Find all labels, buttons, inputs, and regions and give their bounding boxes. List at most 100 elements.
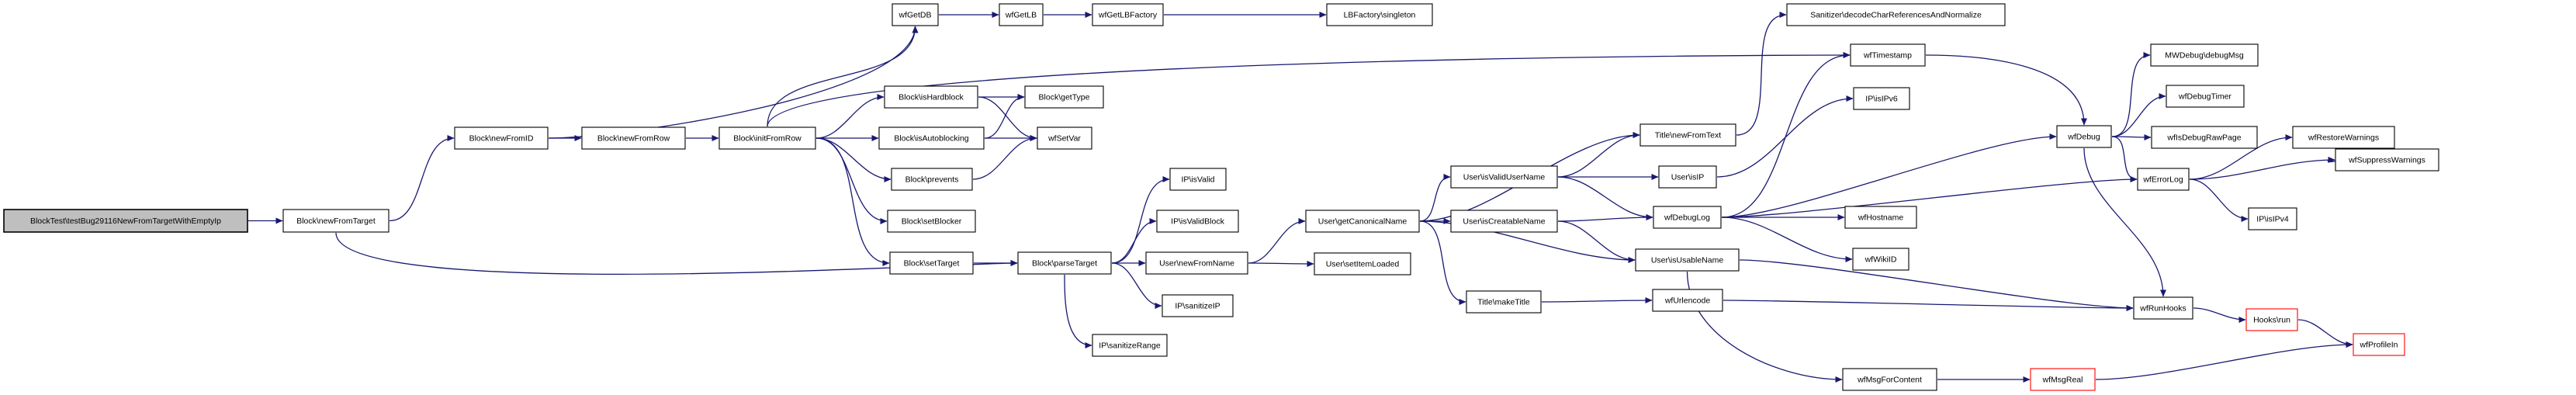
graph-node-wferrorlog[interactable]: wfErrorLog bbox=[2137, 168, 2190, 191]
graph-node-box-wfprofilein bbox=[2353, 333, 2405, 356]
edge-block-initfromrow-to-wftimestamp bbox=[767, 52, 1851, 127]
graph-node-box-wfhostname bbox=[1844, 206, 1917, 229]
graph-node-box-block-isautoblocking bbox=[878, 126, 985, 150]
graph-node-label-wfgetlb: wfGetLB bbox=[1005, 11, 1037, 20]
graph-node-user-isvalidusername[interactable]: User\isValidUserName bbox=[1450, 165, 1558, 189]
graph-node-wfrestorewarnings[interactable]: wfRestoreWarnings bbox=[2292, 126, 2395, 149]
graph-node-wfgetdb[interactable]: wfGetDB bbox=[892, 3, 939, 26]
edge-title-maketitle-to-wfurlencode bbox=[1541, 297, 1653, 304]
nodes-layer: BlockTest\testBug29116NewFromTargetWithE… bbox=[3, 3, 2439, 391]
edge-wfdebug-to-wfdebugtimer bbox=[2111, 93, 2166, 137]
graph-node-wfmsgreal[interactable]: wfMsgReal bbox=[2030, 368, 2096, 391]
graph-node-wfwikiid[interactable]: wfWikiID bbox=[1852, 248, 1909, 271]
graph-node-block-settarget[interactable]: Block\setTarget bbox=[889, 251, 974, 275]
graph-node-box-block-settarget bbox=[889, 251, 974, 275]
graph-node-wfhostname[interactable]: wfHostname bbox=[1844, 206, 1917, 229]
graph-node-label-wfsetvar: wfSetVar bbox=[1047, 134, 1081, 144]
graph-node-block-newfromid[interactable]: Block\newFromID bbox=[454, 126, 549, 150]
graph-node-mwdebug-debugmsg[interactable]: MWDebug\debugMsg bbox=[2150, 43, 2259, 67]
graph-node-label-wfwikiid: wfWikiID bbox=[1864, 255, 1897, 265]
edge-wfdebuglog-to-wferrorlog bbox=[1721, 176, 2138, 218]
graph-node-block-ishardblock[interactable]: Block\isHardblock bbox=[884, 85, 978, 109]
edge-block-parsetarget-to-ip-isvalid bbox=[1111, 176, 1170, 264]
graph-node-label-block-parsetarget: Block\parseTarget bbox=[1032, 259, 1097, 269]
graph-node-label-wfrunhooks: wfRunHooks bbox=[2139, 304, 2186, 314]
graph-node-wfmsgforcontent[interactable]: wfMsgForContent bbox=[1842, 368, 1937, 391]
graph-node-label-block-settarget: Block\setTarget bbox=[904, 259, 960, 269]
graph-node-wfsetvar[interactable]: wfSetVar bbox=[1037, 126, 1092, 150]
graph-node-wfprofilein[interactable]: wfProfileIn bbox=[2353, 333, 2405, 356]
graph-node-block-parsetarget[interactable]: Block\parseTarget bbox=[1017, 251, 1112, 275]
graph-node-label-block-newfromid: Block\newFromID bbox=[469, 134, 534, 144]
graph-node-block-gettype[interactable]: Block\getType bbox=[1024, 85, 1104, 109]
edge-user-getcanonicalname-to-title-maketitle bbox=[1419, 220, 1466, 305]
edge-block-newfromid-to-wfgetdb bbox=[548, 26, 919, 139]
graph-node-user-isip[interactable]: User\isIP bbox=[1658, 165, 1717, 189]
graph-node-block-newfromtarget[interactable]: Block\newFromTarget bbox=[282, 209, 390, 233]
edge-block-initfromrow-to-wfgetdb bbox=[767, 26, 919, 127]
graph-node-box-wfwikiid bbox=[1852, 248, 1909, 271]
graph-node-wfisdebugrawpage[interactable]: wfIsDebugRawPage bbox=[2151, 126, 2258, 149]
graph-node-user-getcanonicalname[interactable]: User\getCanonicalName bbox=[1305, 210, 1420, 233]
graph-node-ip-isipv4[interactable]: IP\isIPv4 bbox=[2248, 207, 2297, 230]
edge-wfdebuglog-to-wftimestamp bbox=[1721, 52, 1851, 218]
graph-node-label-wfdebugtimer: wfDebugTimer bbox=[2178, 92, 2231, 102]
graph-node-block-prevents[interactable]: Block\prevents bbox=[891, 168, 973, 191]
graph-node-wfrunhooks[interactable]: wfRunHooks bbox=[2133, 296, 2193, 320]
graph-node-user-setitemloaded[interactable]: User\setItemLoaded bbox=[1314, 252, 1411, 275]
graph-node-block-isautoblocking[interactable]: Block\isAutoblocking bbox=[878, 126, 985, 150]
edge-block-isautoblocking-to-block-gettype bbox=[984, 94, 1025, 139]
graph-node-box-lbfactory-singleton bbox=[1326, 3, 1433, 26]
graph-node-user-isusablename[interactable]: User\isUsableName bbox=[1635, 248, 1740, 272]
graph-node-hooks-run[interactable]: Hooks\run bbox=[2245, 308, 2298, 331]
graph-node-box-block-gettype bbox=[1024, 85, 1104, 109]
graph-node-box-wfrunhooks bbox=[2133, 296, 2193, 320]
graph-node-box-user-getcanonicalname bbox=[1305, 210, 1420, 233]
graph-node-wfurlencode[interactable]: wfUrlencode bbox=[1652, 289, 1723, 312]
graph-node-ip-isvalidblock[interactable]: IP\isValidBlock bbox=[1156, 210, 1239, 233]
graph-node-lbfactory-singleton[interactable]: LBFactory\singleton bbox=[1326, 3, 1433, 26]
edge-wfrunhooks-to-hooks-run bbox=[2193, 307, 2246, 323]
graph-node-ip-sanitizerange[interactable]: IP\sanitizeRange bbox=[1092, 334, 1168, 357]
edge-wfdebug-to-wfrunhooks bbox=[2083, 147, 2166, 297]
edge-wftimestamp-to-wfdebug bbox=[1925, 54, 2087, 126]
graph-node-box-wftimestamp bbox=[1850, 43, 1926, 67]
graph-node-ip-isipv6[interactable]: IP\isIPv6 bbox=[1853, 87, 1910, 110]
edge-wfdebug-to-wferrorlog bbox=[2111, 136, 2138, 182]
graph-node-wfdebuglog[interactable]: wfDebugLog bbox=[1653, 206, 1722, 229]
graph-node-wftimestamp[interactable]: wfTimestamp bbox=[1850, 43, 1926, 67]
edge-user-getcanonicalname-to-user-isusablename bbox=[1419, 220, 1636, 263]
graph-node-box-block-prevents bbox=[891, 168, 973, 191]
graph-node-box-wfurlencode bbox=[1652, 289, 1723, 312]
graph-node-user-iscreatablename[interactable]: User\isCreatableName bbox=[1450, 210, 1558, 233]
graph-node-box-sanitizer bbox=[1786, 3, 2006, 26]
edge-wfdebug-to-mwdebug-debugmsg bbox=[2111, 52, 2151, 137]
graph-node-wfgetlbfactory[interactable]: wfGetLBFactory bbox=[1092, 3, 1164, 26]
graph-node-wfdebug[interactable]: wfDebug bbox=[2056, 125, 2112, 148]
graph-node-label-wfisdebugrawpage: wfIsDebugRawPage bbox=[2166, 133, 2241, 143]
graph-node-test[interactable]: BlockTest\testBug29116NewFromTargetWithE… bbox=[3, 209, 248, 233]
graph-node-box-ip-sanitizeip bbox=[1162, 294, 1234, 317]
graph-node-label-ip-isipv4: IP\isIPv4 bbox=[2256, 215, 2289, 224]
graph-node-label-block-initfromrow: Block\initFromRow bbox=[733, 134, 802, 144]
graph-node-title-newfromtext[interactable]: Title\newFromText bbox=[1639, 123, 1736, 147]
graph-node-box-wfdebug bbox=[2056, 125, 2112, 148]
graph-node-block-setblocker[interactable]: Block\setBlocker bbox=[887, 210, 976, 233]
graph-node-box-user-isip bbox=[1658, 165, 1717, 189]
graph-node-ip-sanitizeip[interactable]: IP\sanitizeIP bbox=[1162, 294, 1234, 317]
graph-node-ip-isvalid[interactable]: IP\isValid bbox=[1169, 168, 1227, 191]
graph-node-label-block-newfromrow: Block\newFromRow bbox=[597, 134, 670, 144]
graph-node-wfsuppresswarnings[interactable]: wfSuppressWarnings bbox=[2335, 148, 2439, 172]
graph-node-wfdebugtimer[interactable]: wfDebugTimer bbox=[2166, 85, 2245, 108]
graph-node-block-newfromrow[interactable]: Block\newFromRow bbox=[581, 126, 686, 150]
graph-node-label-block-gettype: Block\getType bbox=[1039, 93, 1090, 102]
graph-node-box-user-isusablename bbox=[1635, 248, 1740, 272]
graph-node-box-user-iscreatablename bbox=[1450, 210, 1558, 233]
graph-node-title-maketitle[interactable]: Title\makeTitle bbox=[1466, 290, 1542, 314]
graph-node-wfgetlb[interactable]: wfGetLB bbox=[999, 3, 1044, 26]
graph-node-block-initfromrow[interactable]: Block\initFromRow bbox=[718, 126, 816, 150]
graph-node-sanitizer[interactable]: Sanitizer\decodeCharReferencesAndNormali… bbox=[1786, 3, 2006, 26]
graph-node-box-wferrorlog bbox=[2137, 168, 2190, 191]
graph-node-user-newfromname[interactable]: User\newFromName bbox=[1145, 251, 1248, 275]
